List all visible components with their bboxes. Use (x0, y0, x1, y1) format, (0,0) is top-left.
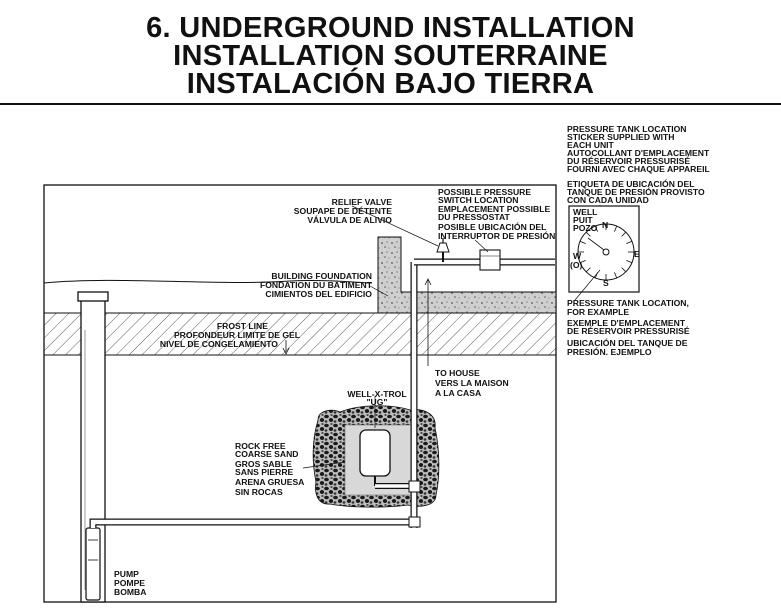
compass-north: N (602, 220, 608, 230)
frost-line-label: FROST LINE PROFONDEUR LIMITE DE GEL NIVE… (160, 321, 300, 349)
compass-rose (577, 223, 635, 281)
pressure-switch-label: POSSIBLE PRESSURE SWITCH LOCATION EMPLAC… (438, 187, 555, 241)
pitless-line (90, 519, 414, 528)
svg-text:EMPLACEMENT POSSIBLE: EMPLACEMENT POSSIBLE (438, 204, 550, 214)
svg-text:INTERRUPTOR DE PRESIÓN: INTERRUPTOR DE PRESIÓN (438, 230, 555, 241)
compass-west: W (573, 251, 582, 261)
svg-text:FROST LINE: FROST LINE (217, 321, 268, 331)
svg-text:TO HOUSE: TO HOUSE (435, 368, 480, 378)
svg-text:FONDATION DU BÂTIMENT: FONDATION DU BÂTIMENT (260, 279, 373, 290)
svg-text:DU PRESSOSTAT: DU PRESSOSTAT (438, 212, 511, 222)
svg-text:UBICACIÓN DEL TANQUE DE: UBICACIÓN DEL TANQUE DE (567, 337, 688, 348)
svg-text:BUILDING FOUNDATION: BUILDING FOUNDATION (271, 271, 372, 281)
foundation-label: BUILDING FOUNDATION FONDATION DU BÂTIMEN… (260, 271, 373, 299)
svg-text:VÁLVULA DE ALIVIO: VÁLVULA DE ALIVIO (307, 215, 392, 225)
svg-text:COARSE SAND: COARSE SAND (235, 449, 299, 459)
svg-text:WELL: WELL (573, 207, 597, 217)
compass-ouest: (O) (570, 260, 583, 270)
svg-text:WELL-X-TROL: WELL-X-TROL (347, 389, 406, 399)
svg-text:CIMIENTOS DEL EDIFICIO: CIMIENTOS DEL EDIFICIO (265, 289, 372, 299)
svg-text:PUMP: PUMP (114, 569, 139, 579)
svg-text:"UG": "UG" (366, 397, 387, 407)
svg-text:POSSIBLE PRESSURE: POSSIBLE PRESSURE (438, 187, 531, 197)
svg-text:EACH UNIT: EACH UNIT (567, 140, 615, 150)
sticker-label: PRESSURE TANK LOCATION STICKER SUPPLIED … (567, 124, 710, 205)
svg-text:FOURNI AVEC CHAQUE APPAREIL: FOURNI AVEC CHAQUE APPAREIL (567, 164, 710, 174)
svg-text:POSIBLE UBICACIÓN DEL: POSIBLE UBICACIÓN DEL (438, 221, 546, 232)
tank-tee (408, 480, 421, 493)
svg-text:GROS SABLE: GROS SABLE (235, 459, 292, 469)
svg-text:SOUPAPE DE DÉTENTE: SOUPAPE DE DÉTENTE (294, 206, 392, 216)
sand-label: ROCK FREE COARSE SAND GROS SABLE SANS PI… (235, 441, 304, 497)
svg-text:POMPE: POMPE (114, 578, 145, 588)
well-cap (77, 291, 109, 302)
ground-surface (43, 279, 373, 284)
svg-text:SANS PIERRE: SANS PIERRE (235, 467, 294, 477)
building-foundation (377, 236, 557, 314)
frost-zone (44, 313, 556, 355)
svg-text:AUTOCOLLANT D'EMPLACEMENT: AUTOCOLLANT D'EMPLACEMENT (567, 148, 710, 158)
svg-text:EXEMPLE D'EMPLACEMENT: EXEMPLE D'EMPLACEMENT (567, 318, 686, 328)
svg-text:POZO: POZO (573, 223, 598, 233)
ground-frame (43, 184, 557, 603)
example-label: PRESSURE TANK LOCATION, FOR EXAMPLE EXEM… (567, 298, 690, 357)
page-title-en: 6. UNDERGROUND INSTALLATION (146, 12, 635, 44)
svg-text:STICKER SUPPLIED WITH: STICKER SUPPLIED WITH (567, 132, 674, 142)
svg-text:PUIT: PUIT (573, 215, 593, 225)
svg-text:PRESSURE TANK LOCATION,: PRESSURE TANK LOCATION, (567, 298, 689, 308)
title-divider (0, 103, 781, 105)
svg-text:TANQUE DE PRESIÓN PROVISTO: TANQUE DE PRESIÓN PROVISTO (567, 186, 705, 197)
svg-text:DU RÉSERVOIR PRESSURISÉ: DU RÉSERVOIR PRESSURISÉ (567, 156, 690, 166)
svg-text:DE RÉSERVOIR PRESSURISÉ: DE RÉSERVOIR PRESSURISÉ (567, 326, 690, 336)
pump (85, 527, 101, 601)
svg-text:ARENA GRUESA: ARENA GRUESA (235, 477, 304, 487)
relief-valve-label: RELIEF VALVE SOUPAPE DE DÉTENTE VÁLVULA … (294, 197, 393, 225)
pressure-switch (479, 249, 501, 271)
page-title-es: INSTALACIÓN BAJO TIERRA (186, 68, 595, 100)
relief-valve (436, 242, 450, 253)
tank-name-label: WELL-X-TROL "UG" (347, 389, 406, 407)
svg-text:PROFONDEUR LIMITE DE GEL: PROFONDEUR LIMITE DE GEL (174, 330, 300, 340)
svg-text:NIVEL DE CONGELAMIENTO: NIVEL DE CONGELAMIENTO (160, 339, 278, 349)
svg-text:BOMBA: BOMBA (114, 587, 146, 597)
elbow-fitting (408, 516, 421, 528)
svg-text:A LA CASA: A LA CASA (435, 388, 481, 398)
svg-text:VERS LA MAISON: VERS LA MAISON (435, 378, 509, 388)
compass-well-label: WELL PUIT POZO (573, 207, 598, 233)
page-title-fr: INSTALLATION SOUTERRAINE (173, 40, 608, 72)
pressure-tank (359, 429, 391, 477)
svg-text:RELIEF VALVE: RELIEF VALVE (332, 197, 393, 207)
svg-text:PRESIÓN. EJEMPLO: PRESIÓN. EJEMPLO (567, 346, 652, 357)
svg-text:FOR EXAMPLE: FOR EXAMPLE (567, 307, 629, 317)
svg-text:SIN ROCAS: SIN ROCAS (235, 487, 283, 497)
compass-east: E (634, 249, 640, 259)
svg-text:ROCK FREE: ROCK FREE (235, 441, 286, 451)
to-house-label: TO HOUSE VERS LA MAISON A LA CASA (435, 368, 509, 398)
svg-text:CON CADA UNIDAD: CON CADA UNIDAD (567, 195, 649, 205)
svg-text:ETIQUETA DE UBICACIÓN DEL: ETIQUETA DE UBICACIÓN DEL (567, 178, 694, 189)
pump-label: PUMP POMPE BOMBA (114, 569, 146, 597)
compass-south: S (603, 278, 609, 288)
svg-text:PRESSURE TANK LOCATION: PRESSURE TANK LOCATION (567, 124, 687, 134)
svg-text:SWITCH LOCATION: SWITCH LOCATION (438, 195, 519, 205)
